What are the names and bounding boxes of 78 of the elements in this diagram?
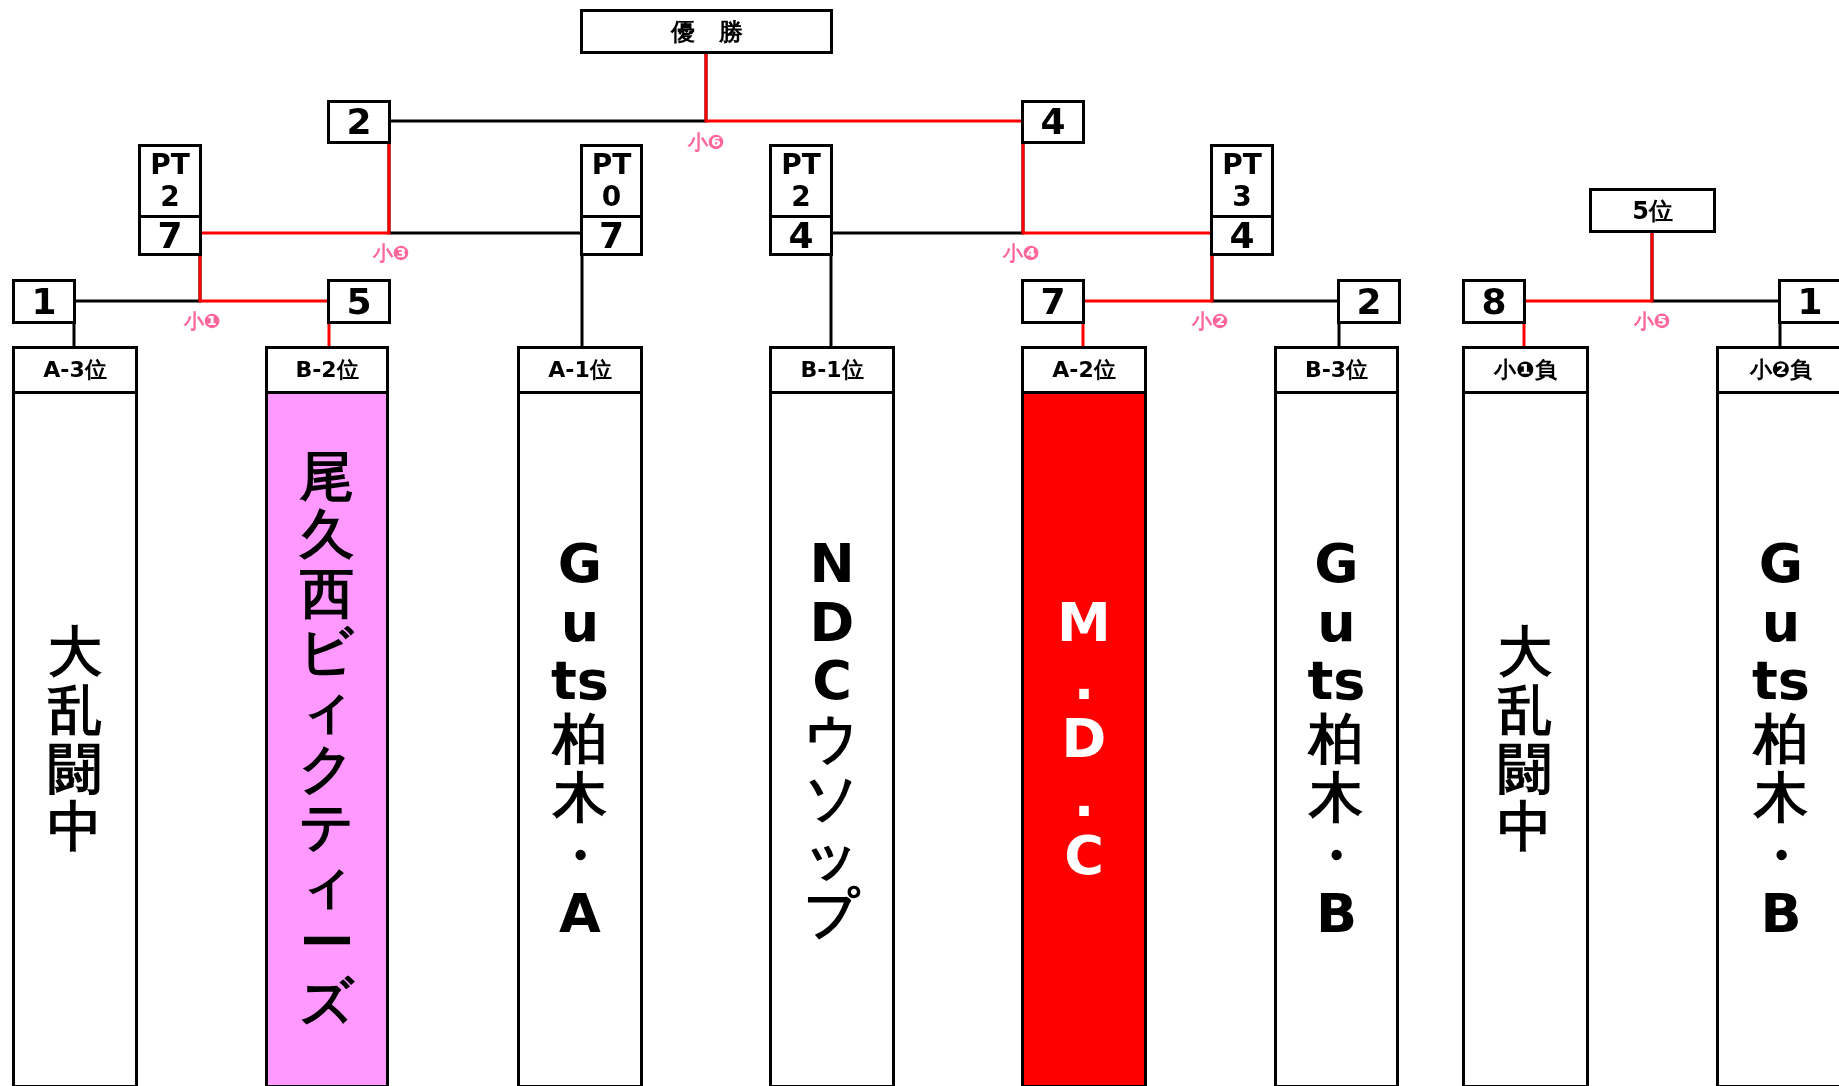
rank-header	[1462, 346, 1589, 394]
bracket-line	[1337, 324, 1341, 346]
rank-header	[1716, 346, 1839, 394]
rank-header	[12, 346, 138, 394]
rank-label: A-1位	[548, 356, 612, 384]
score-value: 4	[787, 218, 815, 254]
points-label: PT 0	[583, 147, 640, 218]
team-column	[1021, 391, 1147, 1086]
rank-header	[265, 346, 389, 394]
score-value: 4	[1040, 104, 1066, 140]
bracket-line	[327, 324, 331, 346]
bracket-line	[580, 256, 584, 346]
score-box	[1778, 279, 1839, 324]
score-box	[1462, 279, 1526, 324]
rank-header	[517, 346, 643, 394]
bracket-line	[829, 256, 833, 346]
rank-header	[1021, 346, 1147, 394]
bracket-line	[1081, 324, 1085, 346]
team-name: 大乱闘中	[1496, 622, 1554, 857]
bracket-line	[1522, 324, 1526, 346]
score-value: 4	[1228, 218, 1256, 254]
bracket-line	[1085, 256, 1214, 303]
result-box	[580, 9, 833, 54]
team-name: Guts柏木・A	[550, 535, 610, 944]
rank-label: B-2位	[295, 356, 359, 384]
rank-label: A-3位	[43, 356, 107, 384]
team-column	[1462, 391, 1589, 1086]
bracket-line	[1021, 144, 1210, 235]
rank-label: 小❷負	[1749, 356, 1813, 384]
points-label: PT 2	[141, 147, 199, 218]
rank-label: B-1位	[800, 356, 864, 384]
bracket-line	[72, 324, 76, 346]
score-box	[1021, 279, 1085, 324]
points-label: PT 2	[772, 147, 830, 218]
score-value: 1	[31, 283, 57, 320]
team-column	[12, 391, 138, 1086]
score-box	[12, 279, 76, 324]
bracket-line	[198, 256, 327, 303]
score-box	[1021, 100, 1085, 144]
bracket-line	[704, 54, 1021, 123]
team-column	[769, 391, 895, 1086]
rank-header	[769, 346, 895, 394]
score-box	[327, 100, 391, 144]
team-name: NDCウソップ	[803, 535, 862, 944]
team-name: 尾久西ビィクティーズ	[298, 447, 356, 1032]
points-box	[1210, 144, 1274, 256]
score-value: 7	[1040, 283, 1066, 320]
team-name: Guts柏木・B	[1751, 535, 1811, 944]
team-column	[265, 391, 389, 1086]
score-value: 1	[1797, 283, 1823, 320]
team-column	[1274, 391, 1399, 1086]
points-box	[580, 144, 643, 256]
score-value: 7	[597, 218, 626, 254]
title-text: 5位	[1632, 195, 1673, 227]
score-value: 2	[1356, 283, 1382, 320]
bracket-line	[1526, 233, 1654, 303]
team-column	[1716, 391, 1839, 1086]
title-text: 優 勝	[670, 16, 743, 48]
score-value: 2	[346, 104, 372, 140]
result-box	[1589, 188, 1716, 233]
rank-label: B-3位	[1304, 356, 1369, 384]
points-label: PT 3	[1213, 147, 1271, 218]
rank-label: 小❶負	[1494, 356, 1557, 384]
score-box	[327, 279, 391, 324]
points-box	[138, 144, 202, 256]
team-name: Guts柏木・B	[1306, 535, 1367, 944]
score-box	[1337, 279, 1401, 324]
score-value: 7	[156, 218, 184, 254]
rank-label: A-2位	[1052, 356, 1116, 384]
rank-header	[1274, 346, 1399, 394]
bracket-line	[1778, 324, 1782, 346]
bracket-line	[202, 144, 391, 235]
points-box	[769, 144, 833, 256]
score-value: 5	[346, 283, 372, 320]
team-name: M. D. C	[1056, 593, 1112, 886]
team-column	[517, 391, 643, 1086]
team-name: 大乱闘中	[46, 622, 103, 857]
score-value: 8	[1481, 283, 1507, 320]
